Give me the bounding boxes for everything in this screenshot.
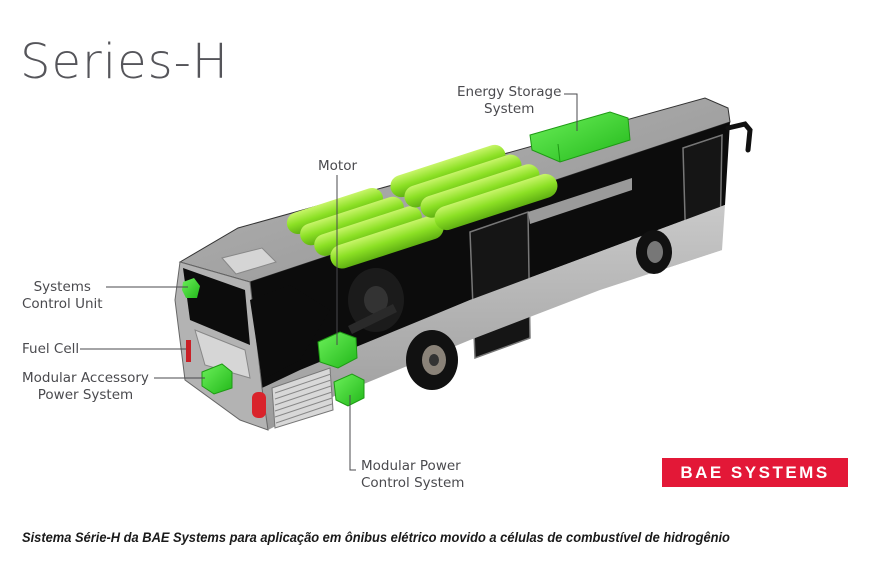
power-control-component [333,373,365,407]
systems-control-unit-component [182,278,200,298]
rear-grille [271,367,334,429]
drive-axle [348,268,404,335]
label-line: Control Unit [22,296,103,312]
label-line: Modular Power [361,458,461,474]
energy-storage-box [529,111,631,163]
label-fuel-cell: Fuel Cell [22,341,80,357]
bus-illustration [80,93,753,471]
label-line: Modular Accessory [22,370,149,386]
label-modular-accessory-power-system: Modular Accessory Power System [22,370,149,404]
label-line: Control System [361,475,465,491]
leader-lines [80,93,578,471]
front-wheel [636,230,672,274]
label-line: System [484,101,535,117]
label-systems-control-unit: Systems Control Unit [22,279,103,313]
label-energy-storage-system: Energy Storage System [457,84,561,118]
accessory-power-component [201,363,233,395]
bae-systems-logo: BAE SYSTEMS [662,458,848,487]
label-line: Systems [33,279,91,295]
rear-wheel [406,330,458,390]
label-line: Power System [37,387,134,403]
figure-caption: Sistema Série-H da BAE Systems para apli… [22,529,730,545]
label-line: Energy Storage [457,84,562,100]
diagram-title: Series-H [20,34,230,90]
label-motor: Motor [318,158,358,174]
hydrogen-tanks [286,144,558,269]
label-modular-power-control-system: Modular Power Control System [361,458,464,492]
motor-component [317,331,358,369]
